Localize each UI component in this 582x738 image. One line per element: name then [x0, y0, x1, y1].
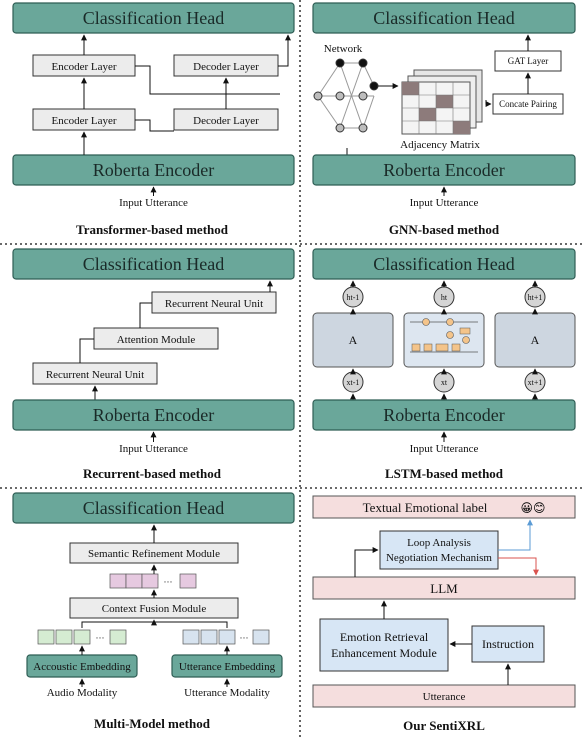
loop-analysis-label-1: Loop Analysis	[407, 537, 471, 549]
caption-gnn: GNN-based method	[389, 222, 500, 237]
roberta-encoder-label: Roberta Encoder	[93, 160, 214, 180]
instruction-label: Instruction	[482, 637, 534, 651]
audio-modality-label: Audio Modality	[47, 687, 118, 699]
fused-dots: ···	[164, 577, 173, 587]
classification-head-label: Classification Head	[83, 8, 224, 28]
lstm-cell-right-label: A	[531, 333, 540, 347]
classification-head-label: Classification Head	[373, 8, 514, 28]
panel-sentixrl: Textual Emotional label 😀😊 Loop Analysis…	[312, 495, 576, 733]
decoder-layer-bottom-label: Decoder Layer	[193, 115, 259, 127]
rnu-top-label: Recurrent Neural Unit	[165, 298, 263, 310]
x-next-label: xt+1	[528, 378, 543, 387]
classification-head-box	[312, 248, 576, 280]
input-utterance-label: Input Utterance	[410, 197, 479, 209]
gat-layer-label: GAT Layer	[508, 56, 549, 66]
roberta-encoder-label: Roberta Encoder	[383, 405, 504, 425]
h-prev-label: ht-1	[347, 293, 360, 302]
classification-head-box	[12, 248, 295, 280]
input-utterance-label: Input Utterance	[119, 443, 188, 455]
panel-lstm: Classification Head A A ht-1 ht ht+1 xt-	[312, 248, 576, 481]
utterance-label: Utterance	[423, 691, 466, 703]
semantic-refinement-label: Semantic Refinement Module	[88, 548, 220, 560]
lstm-cell-center	[403, 312, 485, 368]
caption-multimodel: Multi-Model method	[94, 716, 211, 731]
emotion-retrieval-box	[319, 618, 449, 672]
context-fusion-label: Context Fusion Module	[102, 603, 207, 615]
encoder-layer-top-label: Encoder Layer	[51, 61, 116, 73]
classification-head-label: Classification Head	[83, 498, 224, 518]
loop-analysis-label-2: Negotiation Mechanism	[386, 552, 492, 564]
network-label: Network	[324, 43, 363, 55]
concate-pairing-label: Concate Pairing	[499, 99, 557, 109]
adjacency-matrix-label: Adjacency Matrix	[400, 139, 480, 151]
panel-recurrent: Classification Head Recurrent Neural Uni…	[12, 248, 295, 481]
caption-transformer: Transformer-based method	[76, 222, 229, 237]
classification-head-box	[12, 2, 295, 34]
x-label: xt	[441, 378, 448, 387]
lstm-internals	[410, 318, 478, 353]
instruction-box	[471, 625, 545, 663]
rnu-bottom-label: Recurrent Neural Unit	[46, 369, 144, 381]
emotion-retrieval-label-1: Emotion Retrieval	[340, 630, 429, 644]
rnu-bottom-box	[32, 362, 158, 385]
roberta-encoder-box	[312, 154, 576, 186]
emotion-retrieval-label-2: Enhancement Module	[331, 646, 437, 660]
utterance-dots: ···	[240, 633, 249, 643]
classification-head-box	[12, 492, 295, 524]
h-label: ht	[441, 293, 448, 302]
lstm-cell-left-label: A	[349, 333, 358, 347]
utterance-tokens	[182, 629, 270, 645]
acoustic-embedding-label: Accoustic Embedding	[33, 661, 131, 673]
panel-gnn: Classification Head Network	[312, 2, 576, 237]
roberta-encoder-label: Roberta Encoder	[383, 160, 504, 180]
acoustic-tokens	[37, 629, 127, 645]
utterance-embedding-label: Utterance Embedding	[179, 661, 276, 673]
encoder-layer-bottom-label: Encoder Layer	[51, 115, 116, 127]
roberta-encoder-box	[12, 154, 295, 186]
caption-lstm: LSTM-based method	[385, 466, 504, 481]
roberta-encoder-label: Roberta Encoder	[93, 405, 214, 425]
acoustic-dots: ···	[96, 633, 105, 643]
llm-label: LLM	[430, 581, 458, 596]
attention-module-label: Attention Module	[117, 334, 196, 346]
emoji-icons: 😀😊	[520, 501, 545, 515]
classification-head-label: Classification Head	[373, 254, 514, 274]
decoder-layer-top-label: Decoder Layer	[193, 61, 259, 73]
roberta-encoder-box	[12, 399, 295, 431]
fused-tokens	[109, 573, 197, 589]
caption-sentixrl: Our SentiXRL	[403, 718, 485, 733]
utterance-box	[312, 684, 576, 708]
llm-box	[312, 576, 576, 600]
textual-emotional-label-box	[312, 495, 576, 519]
panel-transformer: Classification Head Encoder Layer Encode…	[12, 2, 295, 237]
x-prev-label: xt-1	[347, 378, 360, 387]
caption-recurrent: Recurrent-based method	[83, 466, 222, 481]
input-utterance-label: Input Utterance	[119, 197, 188, 209]
classification-head-label: Classification Head	[83, 254, 224, 274]
adjacency-matrix	[401, 69, 483, 135]
input-utterance-label: Input Utterance	[410, 443, 479, 455]
panel-multimodel: Classification Head Semantic Refinement …	[12, 492, 295, 731]
roberta-encoder-box	[312, 399, 576, 431]
utterance-modality-label: Utterance Modality	[184, 687, 270, 699]
classification-head-box	[312, 2, 576, 34]
textual-emotional-label: Textual Emotional label	[363, 500, 488, 515]
h-next-label: ht+1	[528, 293, 543, 302]
